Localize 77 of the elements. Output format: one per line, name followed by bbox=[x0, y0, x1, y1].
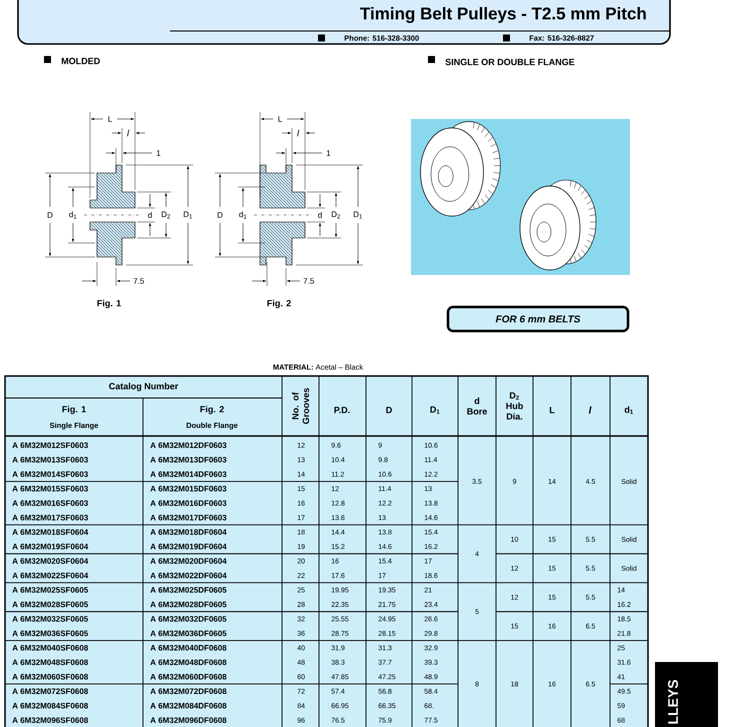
section-tab: LLEYS bbox=[655, 662, 718, 727]
feature-text: MOLDED bbox=[62, 58, 100, 64]
dimension-label: D$_{2}$ bbox=[332, 212, 340, 218]
catalog-number-text: A 6M32M096SF0608 bbox=[12, 717, 88, 723]
catalog-number-text: A 6M32M017DF0603 bbox=[150, 514, 226, 520]
header-text: No. of Grooves bbox=[292, 388, 310, 424]
catalog-number-text: A 6M32M013SF0603 bbox=[12, 456, 88, 463]
catalog-number-text: A 6M32M084DF0608 bbox=[150, 702, 226, 709]
catalog-number-text: A 6M32M012DF0603 bbox=[150, 442, 226, 448]
note-box: FOR 6 mm BELTS bbox=[446, 306, 630, 332]
catalog-number-text: A 6M32M014SF0603 bbox=[12, 471, 88, 478]
catalog-number-text: A 6M32M048SF0608 bbox=[12, 659, 88, 666]
catalog-number-text: A 6M32M019DF0604 bbox=[150, 544, 227, 550]
dimension-label: d$_{1}$ bbox=[69, 211, 76, 219]
feature-text: SINGLE OR DOUBLE FLANGE bbox=[445, 58, 574, 66]
catalog-number-text: A 6M32M016SF0603 bbox=[12, 500, 88, 506]
dimension-label: D$_{2}$ bbox=[162, 212, 170, 218]
dimension-label: D$_{1}$ bbox=[184, 212, 192, 218]
catalog-number-text: A 6M32M012SF0603 bbox=[12, 442, 88, 448]
dimension-label: D$_{1}$ bbox=[354, 212, 362, 218]
header-text: d Bore bbox=[467, 397, 487, 415]
catalog-number-text: A 6M32M032SF0605 bbox=[12, 616, 88, 622]
header-text: l bbox=[588, 406, 592, 414]
catalog-number-text: A 6M32M015SF0603 bbox=[12, 486, 88, 492]
catalog-number-text: A 6M32M060DF0608 bbox=[150, 674, 226, 680]
dimension-label: D bbox=[48, 212, 53, 218]
header-text: P.D. bbox=[334, 406, 350, 414]
catalog-number-text: A 6M32M013DF0603 bbox=[150, 456, 226, 463]
catalog-number-text: A 6M32M018DF0604 bbox=[150, 529, 227, 535]
title: Timing Belt Pulleys - T2.5 mm Pitch bbox=[360, 7, 646, 23]
header-text: D$_{1}$ bbox=[430, 406, 440, 414]
catalog-number-text: A 6M32M028DF0605 bbox=[150, 602, 226, 608]
catalog-number-text: A 6M32M084SF0608 bbox=[12, 702, 88, 709]
dimension-label: l bbox=[127, 130, 130, 136]
catalog-number-text: A 6M32M028SF0605 bbox=[12, 602, 88, 608]
catalog-number-text: A 6M32M040SF0608 bbox=[12, 644, 88, 651]
dimension-label: D bbox=[218, 212, 223, 218]
dimension-label: 7.5 bbox=[134, 278, 144, 284]
catalog-number-text: A 6M32M025DF0605 bbox=[150, 587, 226, 593]
dimension-label: d bbox=[148, 212, 152, 218]
header-text: Catalog Number bbox=[109, 382, 178, 392]
dimension-label: d bbox=[318, 212, 322, 218]
header-text: Fig. 1 bbox=[62, 406, 86, 414]
dimension-label: 1 bbox=[156, 150, 160, 156]
catalog-number-text: A 6M32M022DF0604 bbox=[150, 572, 227, 578]
catalog-number-text: A 6M32M032DF0605 bbox=[150, 616, 226, 622]
catalog-number-text: A 6M32M014DF0603 bbox=[150, 471, 226, 478]
dimension-label: 1 bbox=[326, 150, 330, 156]
catalog-number-text: A 6M32M048DF0608 bbox=[150, 659, 226, 666]
catalog-number-text: A 6M32M072SF0608 bbox=[12, 688, 88, 694]
header-text: d$_{1}$ bbox=[624, 406, 633, 414]
catalog-number-text: A 6M32M036SF0605 bbox=[12, 630, 88, 636]
catalog-number-text: A 6M32M022SF0604 bbox=[12, 572, 88, 578]
catalog-number-text: A 6M32M020DF0604 bbox=[150, 558, 227, 564]
dimension-label: d$_{1}$ bbox=[239, 211, 246, 219]
catalog-number-text: A 6M32M060SF0608 bbox=[12, 674, 88, 680]
catalog-number-text: A 6M32M019SF0604 bbox=[12, 544, 88, 550]
catalog-number-text: A 6M32M016DF0603 bbox=[150, 500, 226, 506]
catalog-number-text: A 6M32M020SF0604 bbox=[12, 558, 88, 564]
figure-caption: Fig. 1 bbox=[97, 300, 121, 308]
catalog-number-text: A 6M32M072DF0608 bbox=[150, 688, 226, 694]
header-text: L bbox=[550, 406, 554, 414]
header-text: D$_{2}$ Hub Dia. bbox=[506, 392, 523, 420]
catalog-number-text: A 6M32M017SF0603 bbox=[12, 514, 88, 520]
dimension-label: l bbox=[297, 130, 300, 136]
catalog-number-text: A 6M32M018SF0604 bbox=[12, 529, 88, 535]
figure-caption: Fig. 2 bbox=[267, 300, 291, 308]
header-text: Fig. 2 bbox=[200, 406, 224, 414]
dimension-label: L bbox=[108, 116, 112, 122]
dimension-label: L bbox=[278, 116, 282, 122]
catalog-number-text: A 6M32M040DF0608 bbox=[150, 644, 226, 651]
catalog-number-text: A 6M32M036DF0605 bbox=[150, 630, 226, 636]
dimension-label: 7.5 bbox=[304, 278, 314, 284]
header-text: D bbox=[386, 406, 392, 414]
catalog-number-text: A 6M32M025SF0605 bbox=[12, 587, 88, 593]
catalog-number-text: A 6M32M015DF0603 bbox=[150, 486, 226, 492]
catalog-number-text: A 6M32M096DF0608 bbox=[150, 717, 226, 723]
